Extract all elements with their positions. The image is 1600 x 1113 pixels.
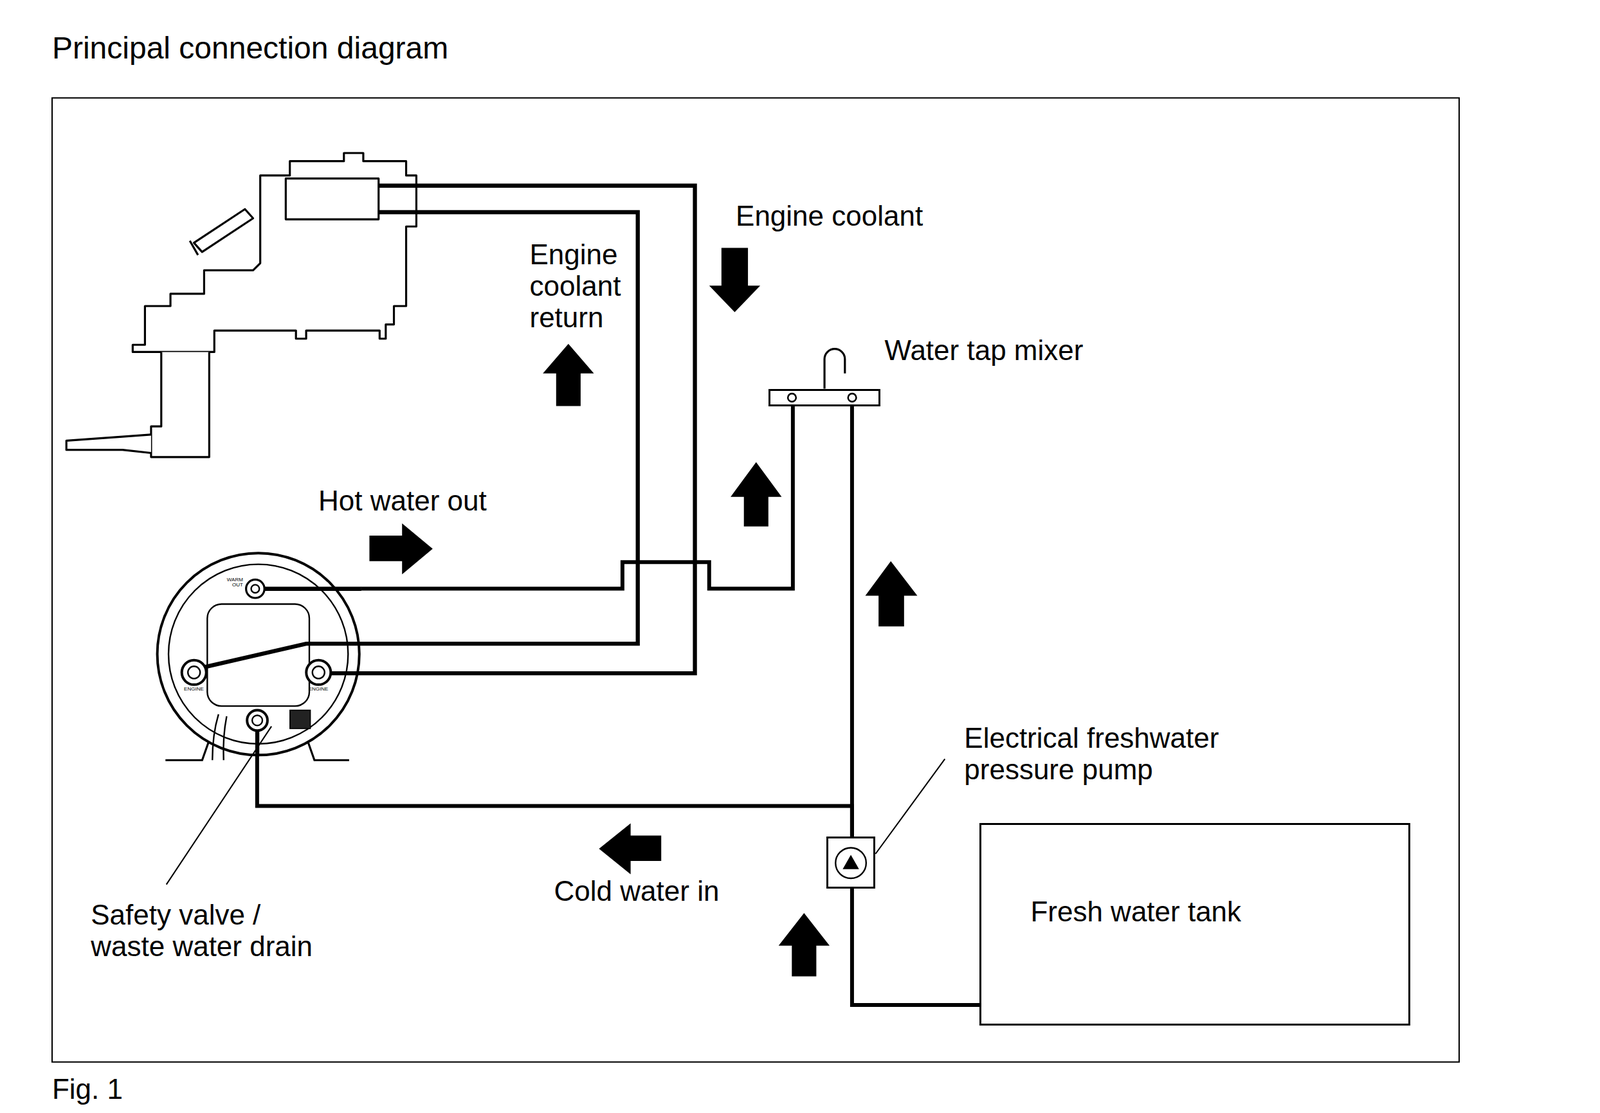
frame: [52, 97, 1460, 1062]
water-pipe: [257, 756, 853, 837]
edge-label-holder: Cold water in: [554, 875, 720, 907]
edge-label: Cold water in: [554, 875, 720, 907]
water-tank: Fresh water tank: [979, 823, 1411, 1026]
tap-mixer: Water tap mixer: [768, 389, 882, 407]
coolant-return-pipe: [203, 212, 638, 668]
flow-arrow: [865, 561, 918, 628]
heater-panel: [207, 603, 310, 707]
port-label: WARM OUT: [222, 577, 244, 588]
flow-arrow: [778, 913, 830, 977]
port: [246, 709, 268, 731]
port: [312, 666, 325, 679]
heater-shell: [156, 553, 359, 755]
water-heater: WARM OUT ENGINE ENGINE: [156, 551, 362, 757]
heater-ring: [168, 563, 348, 744]
pump-symbol: [843, 855, 860, 870]
flow-label: Engine coolant: [735, 200, 923, 232]
flow-arrow: [730, 462, 782, 527]
cold-inlet-stub: [255, 730, 260, 757]
water-heater-outline: [156, 551, 362, 757]
port-label-holder: WARM OUT: [222, 577, 244, 588]
port: [250, 584, 260, 593]
hot-outlet-stub: [264, 586, 362, 591]
edge-label: Hot water out: [318, 484, 487, 517]
flow-label: Engine coolant return: [529, 238, 637, 334]
edge-label-holder: Hot water out: [318, 484, 487, 517]
port: [187, 666, 200, 679]
node-label-holder: Fresh water tank: [1030, 895, 1242, 928]
pressure-pump-outline: [826, 836, 876, 889]
engine-body: [132, 153, 417, 352]
heater-foot: [308, 742, 349, 761]
flow-arrow: [598, 823, 662, 874]
port-label-holder: ENGINE: [181, 686, 206, 692]
water-pipe: [852, 888, 980, 1006]
pressure-pump: Electrical freshwater pressure pump: [826, 836, 876, 889]
diagram-title: Principal connection diagram: [52, 30, 449, 66]
port-label-holder: ENGINE: [306, 686, 331, 692]
engine-drawing: [66, 153, 417, 458]
heat-exchanger: [285, 178, 379, 220]
propeller-shaft: [66, 434, 152, 454]
node-label: Water tap mixer: [884, 334, 1084, 366]
tap-inlet: [787, 393, 797, 402]
safety-valve: [290, 709, 311, 729]
saildrive-leg: [151, 351, 210, 457]
port: [252, 715, 263, 726]
node-label: Fresh water tank: [1030, 895, 1242, 928]
port-label: ENGINE: [181, 686, 206, 692]
tap-spout: [824, 349, 846, 390]
node-label-holder: Water tap mixer: [884, 334, 1084, 366]
exhaust-flange: [189, 240, 199, 255]
coolant-pipe: [330, 185, 695, 674]
flow-arrow: [709, 248, 761, 313]
flow-arrow: [542, 344, 594, 407]
tap-mixer-outline: [768, 389, 882, 407]
port: [245, 579, 265, 599]
flow-arrows: [369, 248, 918, 977]
port-label: ENGINE: [306, 686, 331, 692]
coolant-pipes: [203, 185, 695, 674]
diagram-title-holder: Principal connection diagram: [52, 30, 449, 66]
node-label-holder: Electrical freshwater pressure pump: [963, 722, 1254, 786]
pump-symbol: [836, 848, 867, 880]
part-label: Safety valve / waste water drain: [90, 899, 328, 963]
leader-line: [875, 758, 945, 855]
cable: [223, 716, 227, 761]
figure-caption: Fig. 1: [52, 1073, 123, 1105]
cable: [212, 714, 219, 761]
figure-caption-holder: Fig. 1: [52, 1073, 123, 1105]
flow-label-holder: Engine coolant: [735, 200, 923, 232]
port: [306, 660, 331, 685]
flow-arrow: [369, 523, 433, 575]
heater-foot: [165, 742, 209, 761]
exhaust-elbow: [194, 209, 254, 253]
water-pipe: [850, 406, 855, 838]
node-label: Electrical freshwater pressure pump: [963, 722, 1254, 786]
part-label-holder: Safety valve / waste water drain: [90, 899, 328, 963]
flow-label-holder: Engine coolant return: [529, 238, 637, 334]
port: [181, 660, 206, 685]
tap-inlet: [848, 393, 857, 402]
